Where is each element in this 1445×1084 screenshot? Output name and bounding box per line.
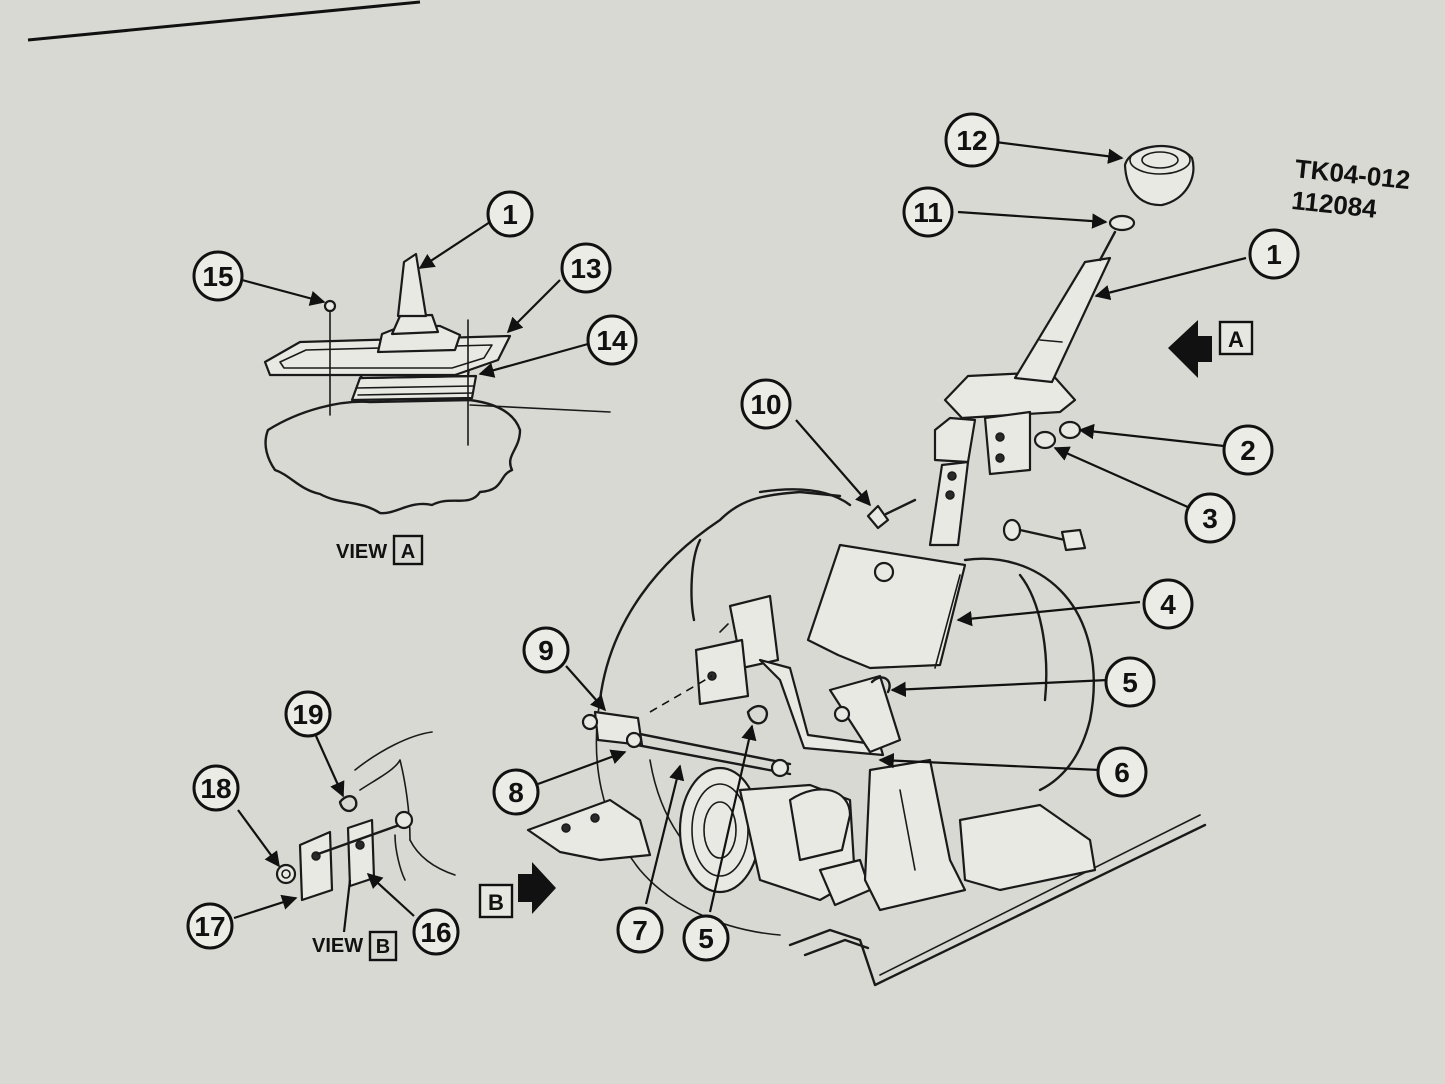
svg-text:17: 17 [194, 911, 225, 942]
svg-text:3: 3 [1202, 503, 1218, 534]
view-b-word: VIEW [312, 935, 363, 957]
svg-text:8: 8 [508, 777, 524, 808]
view-a-drawing [263, 252, 611, 515]
callout-1-main: 1 [1248, 228, 1300, 280]
svg-text:1: 1 [502, 199, 518, 230]
svg-text:9: 9 [538, 635, 554, 666]
view-b-direction-arrow: B [478, 862, 556, 919]
callout-12: 12 [944, 112, 1000, 168]
svg-text:5: 5 [698, 923, 714, 954]
callout-13: 13 [560, 242, 612, 294]
callout-18: 18 [192, 764, 240, 812]
callout-5-lower: 5 [682, 914, 730, 962]
callout-14: 14 [586, 314, 638, 366]
svg-text:13: 13 [570, 253, 601, 284]
svg-text:14: 14 [596, 325, 628, 356]
svg-text:5: 5 [1122, 667, 1138, 698]
svg-text:6: 6 [1114, 757, 1130, 788]
view-b-letter: B [376, 936, 390, 958]
view-b-drawing [275, 731, 456, 902]
view-a-letter: A [401, 541, 415, 563]
main-assembly-drawing [526, 144, 1207, 987]
callout-17: 17 [186, 902, 234, 950]
svg-text:10: 10 [750, 389, 781, 420]
callout-1-view-a: 1 [486, 190, 534, 238]
view-a-word: VIEW [336, 541, 387, 563]
callout-16: 16 [412, 908, 460, 956]
figure-id-line2: 112084 [1290, 185, 1379, 224]
svg-text:1: 1 [1266, 239, 1282, 270]
callout-9: 9 [522, 626, 570, 674]
callout-4: 4 [1142, 578, 1194, 630]
callout-3: 3 [1184, 492, 1236, 544]
svg-text:12: 12 [956, 125, 987, 156]
svg-text:7: 7 [632, 915, 648, 946]
callout-8: 8 [492, 768, 540, 816]
arrow-b-letter: B [488, 890, 504, 915]
arrow-a-letter: A [1228, 327, 1244, 352]
svg-text:11: 11 [913, 197, 943, 228]
svg-text:4: 4 [1160, 589, 1176, 620]
svg-text:19: 19 [292, 699, 323, 730]
figure-id: TK04-012 112084 [1290, 153, 1411, 224]
callout-10: 10 [740, 378, 792, 430]
callout-6: 6 [1096, 746, 1148, 798]
view-a-label: VIEW A [336, 534, 424, 566]
callout-11: 11 [902, 186, 954, 238]
view-b-label: VIEW B [312, 930, 398, 962]
svg-text:16: 16 [420, 917, 451, 948]
svg-text:15: 15 [202, 261, 233, 292]
callout-5-upper: 5 [1104, 656, 1156, 708]
svg-text:2: 2 [1240, 435, 1256, 466]
callout-19: 19 [284, 690, 332, 738]
page-top-rule [27, 0, 421, 42]
callout-7: 7 [616, 906, 664, 954]
view-a-direction-arrow: A [1168, 320, 1254, 378]
svg-text:18: 18 [200, 773, 231, 804]
callout-15: 15 [192, 250, 244, 302]
callout-2: 2 [1222, 424, 1274, 476]
